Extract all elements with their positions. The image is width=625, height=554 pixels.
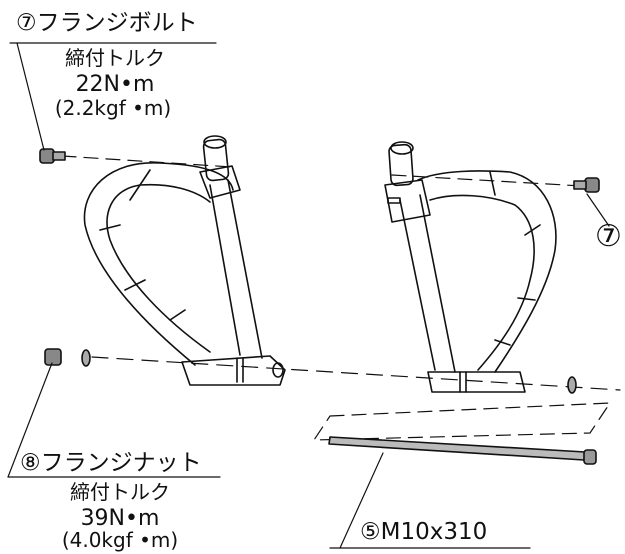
flange-bolt-torque-kgf: (2.2kgf •m) [54, 96, 172, 120]
flange-bolt-left [39, 148, 66, 164]
flange-bolt-torque-nm: 22N•m [75, 72, 155, 97]
flange-nut-torque-kgf: (4.0kgf •m) [61, 528, 179, 552]
flange-nut [44, 348, 62, 366]
washer-right [567, 376, 577, 394]
flange-bolt-marker: ⑦ [595, 219, 622, 254]
washer-left [81, 349, 91, 367]
right-frame [384, 141, 557, 393]
bolt-axis-line [61, 155, 583, 187]
long-bolt [328, 436, 597, 465]
flange-bolt-torque-label: 締付トルク [65, 46, 165, 70]
flange-bolt-part-label: ⑦フランジボルト [16, 10, 198, 36]
flange-nut-part-label: ⑧フランジナット [20, 450, 202, 476]
long-bolt-part-label: ⑤M10x310 [360, 519, 488, 545]
left-frame [83, 135, 286, 386]
flange-nut-torque-nm: 39N•m [80, 506, 160, 531]
shaft-outline-dashed [313, 402, 611, 441]
shaft-axis-line [91, 356, 621, 391]
flange-nut-torque-label: 締付トルク [70, 480, 170, 504]
leader-lines [7, 42, 610, 549]
flange-bolt-right [573, 177, 600, 193]
